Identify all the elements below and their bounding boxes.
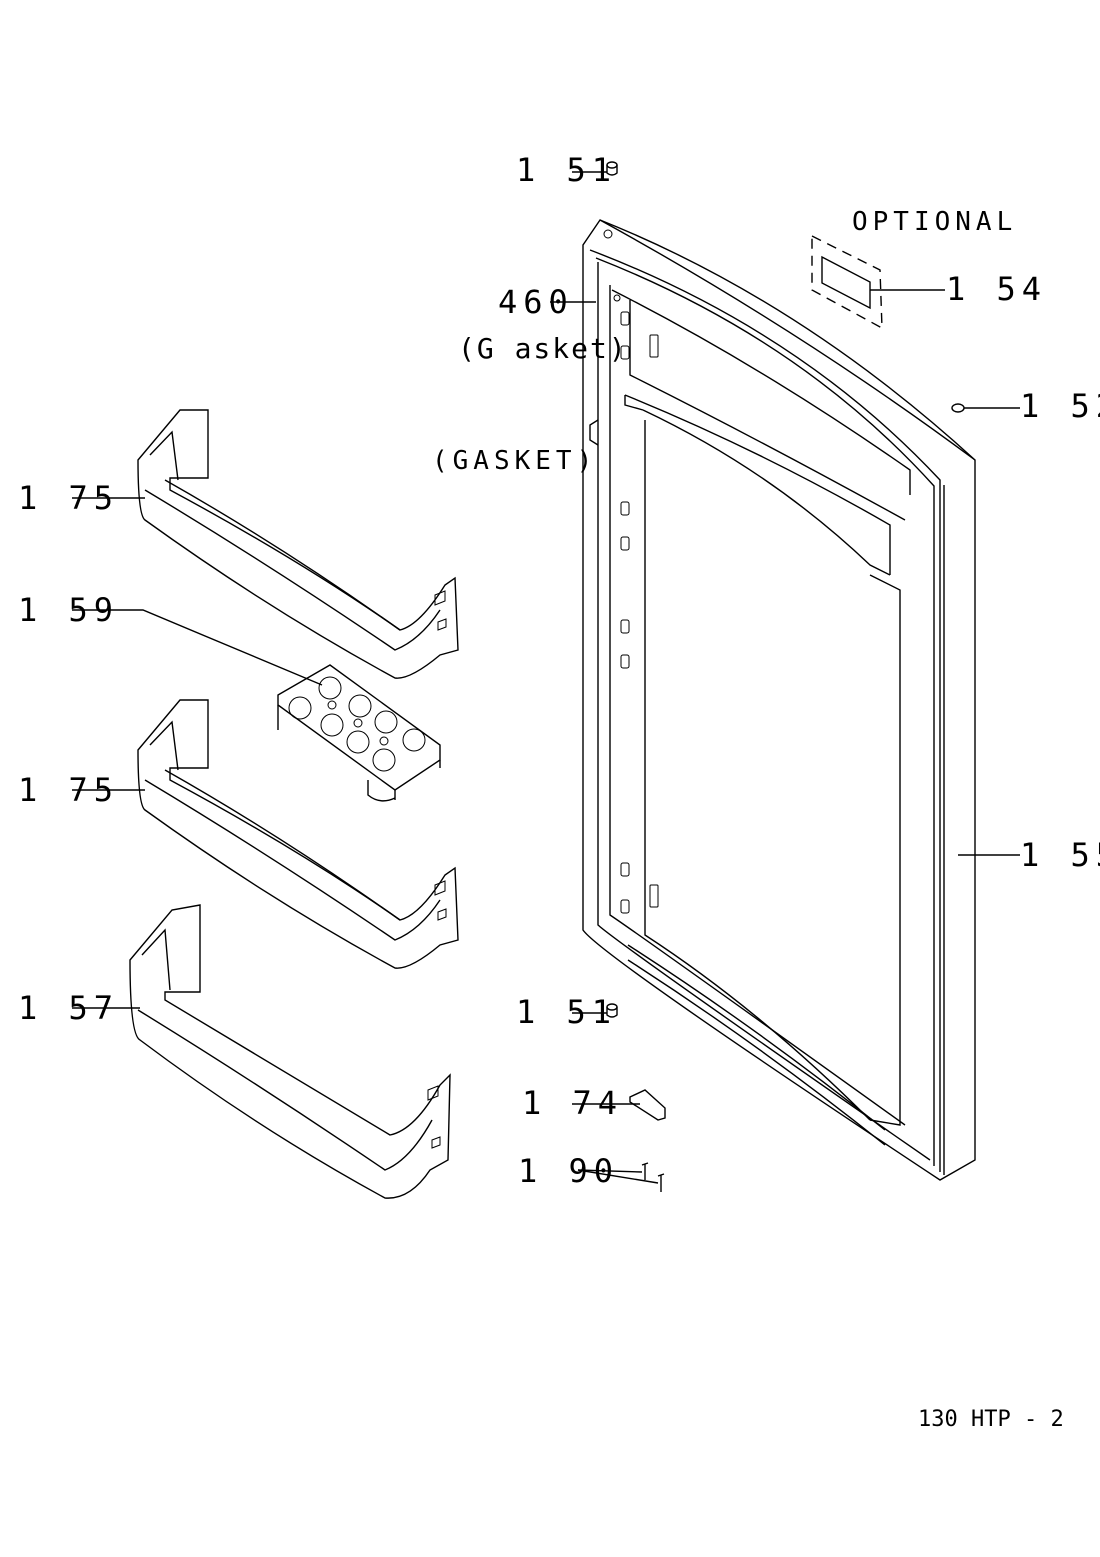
label-190: 1 90 — [518, 1152, 619, 1190]
label-460: 460 — [498, 283, 574, 321]
plug-151-bottom — [606, 1003, 618, 1018]
badge-154 — [811, 234, 883, 330]
screws-190 — [641, 1162, 665, 1192]
label-159: 1 59 — [18, 591, 119, 629]
hinge-174 — [629, 1089, 666, 1121]
plug-151-top — [606, 161, 618, 176]
label-175-mid: 1 75 — [18, 771, 119, 809]
label-155: 1 55 — [1020, 836, 1100, 874]
label-151-bottom: 1 51 — [516, 993, 617, 1031]
label-157: 1 57 — [18, 989, 119, 1027]
note-gasket-upper: (GASKET) — [432, 446, 597, 476]
door-bin-upper — [137, 409, 459, 679]
label-151-top: 1 51 — [516, 151, 617, 189]
egg-tray — [277, 664, 441, 802]
door-panel — [582, 219, 976, 1181]
note-gasket-lower: (G asket) — [458, 332, 628, 365]
door-bin-middle — [137, 699, 459, 969]
plug-152 — [951, 403, 965, 413]
label-152: 1 52 — [1020, 387, 1100, 425]
door-bin-lower — [129, 904, 451, 1199]
label-154: 1 54 — [946, 270, 1047, 308]
label-175-top: 1 75 — [18, 479, 119, 517]
leader-lines — [72, 171, 1020, 1184]
note-optional: OPTIONAL — [852, 207, 1017, 237]
label-174: 1 74 — [522, 1084, 623, 1122]
drawing-reference: 130 HTP - 2 — [918, 1407, 1064, 1432]
